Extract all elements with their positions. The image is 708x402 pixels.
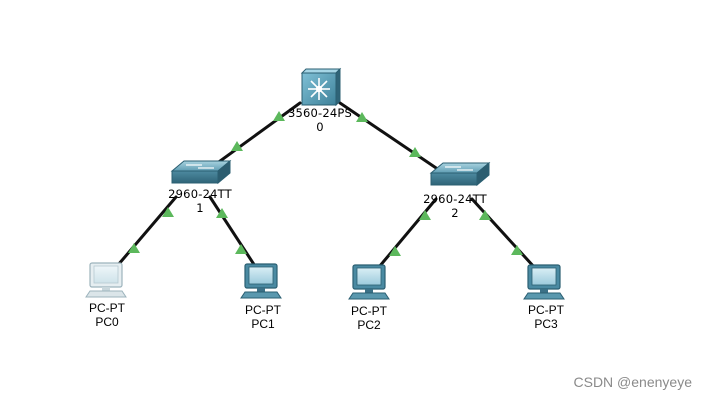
link-switch1-pc0[interactable] [116,195,178,267]
link-up-indicator [128,243,140,253]
link-up-indicator [162,207,174,217]
link-up-indicator [479,210,491,220]
link-up-indicator [231,141,243,151]
pc3-model: PC-PT [528,303,564,317]
switch-1-name: 1 [196,201,204,215]
link-switch2-pc2[interactable] [377,197,438,269]
link-up-indicator [419,210,431,220]
link-up-indicator [409,147,421,157]
core-switch-label: 3560-24PS 0 [288,106,352,134]
pc1-label: PC-PT PC1 [245,303,281,331]
switch-1-icon[interactable] [170,159,232,185]
pc0-name: PC0 [95,315,119,329]
link-core-switch2[interactable] [338,101,447,176]
pc1-name: PC1 [251,317,275,331]
link-up-indicator [511,245,523,255]
link-up-indicator [235,244,247,254]
link-core-switch1[interactable] [203,101,302,174]
pc1-model: PC-PT [245,303,281,317]
link-switch1-pc1[interactable] [208,195,257,268]
link-up-indicator [356,112,368,122]
switch-2-name: 2 [451,206,459,220]
pc3-icon[interactable] [523,264,565,300]
switch-1-label: 2960-24TT 1 [168,187,232,215]
pc0-icon[interactable] [85,262,127,298]
core-switch-name: 0 [316,120,324,134]
pc0-model: PC-PT [89,301,125,315]
core-switch-model: 3560-24PS [287,106,353,120]
pc1-icon[interactable] [240,263,282,299]
links [116,101,537,270]
switch-1-model: 2960-24TT [168,187,232,201]
switch-2-model: 2960-24TT [423,192,487,206]
pc3-name: PC3 [534,317,558,331]
pc2-name: PC2 [357,318,381,332]
pc2-model: PC-PT [351,304,387,318]
pc2-label: PC-PT PC2 [351,304,387,332]
link-status-indicators [128,111,523,256]
watermark: CSDN @enenyeye [573,374,693,390]
core-switch-icon[interactable] [300,67,342,107]
switch-2-icon[interactable] [429,161,491,187]
pc3-label: PC-PT PC3 [528,303,564,331]
link-up-indicator [389,246,401,256]
link-up-indicator [273,111,285,121]
pc0-label: PC-PT PC0 [89,301,125,329]
link-up-indicator [216,208,228,218]
switch-2-label: 2960-24TT 2 [423,192,487,220]
pc2-icon[interactable] [348,264,390,300]
link-switch2-pc3[interactable] [470,197,537,270]
